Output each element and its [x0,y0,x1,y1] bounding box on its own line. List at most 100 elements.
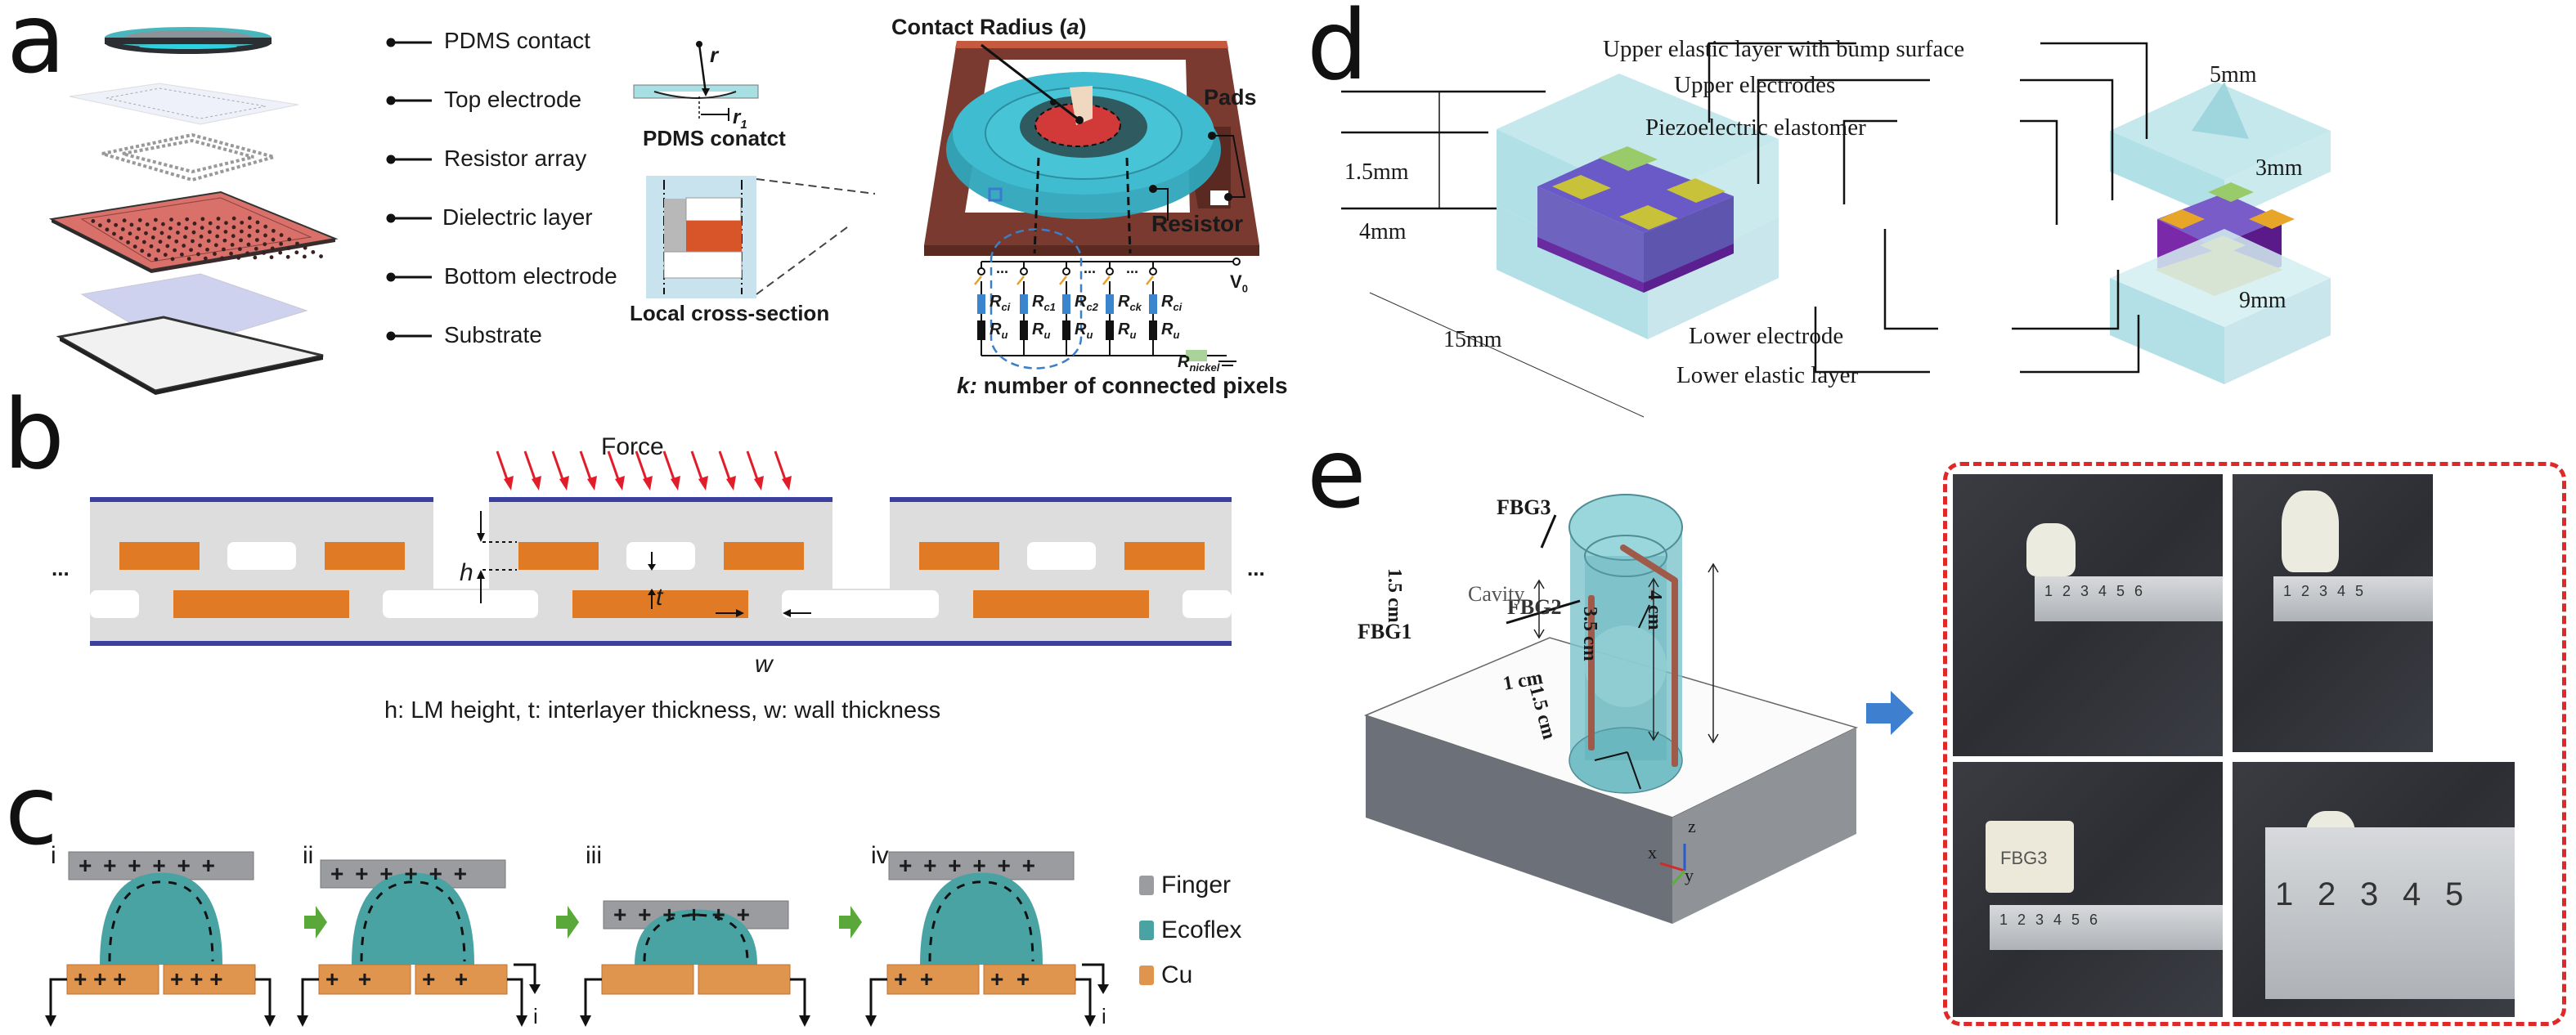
sample-cylinder [2026,523,2076,576]
base-slab-side [1672,728,1856,924]
piezo-sensor-assembled [1341,42,2331,418]
circuit-ellipsis: ... [996,260,1009,276]
lower-elastic-left [2110,278,2224,384]
switch-contact [1106,267,1114,276]
upper-elastic-left [2110,131,2224,221]
resistor-label: Resistor [1151,211,1244,236]
substrate-layer [56,316,324,395]
ground-wire-right [507,978,523,1022]
dielectric-hole [196,252,200,257]
dielectric-hole [183,235,187,240]
r-nickel-sub: nickel [1189,361,1220,374]
cu-left-charges: + + + [74,966,127,992]
ruler-number: 5 [2071,912,2080,928]
ru-label: Ru [1161,320,1179,341]
dielectric-hole [229,251,233,256]
current-arrow-icon [1082,963,1105,989]
ruler-number: 6 [2089,912,2098,928]
dim-1-5cm-top: 1.5 cm [1384,568,1405,623]
cu-electrode-right [698,964,791,995]
panel-letter-d: d [1307,0,1368,101]
t-dim-arrowhead [648,589,656,595]
cu-electrode-right [983,964,1076,995]
force-arrowhead [532,476,541,491]
rc-label-main: R [1161,293,1174,311]
ecoflex-dome [920,872,1043,965]
dielectric-hole [186,257,191,261]
ruler-number: 1 [2275,876,2294,912]
dielectric-hole [224,221,228,226]
dielectric-hole [263,233,267,238]
dielectric-hole [165,244,170,249]
sample-cylinder [2282,491,2339,572]
ru-resistor [977,320,985,340]
cu-right-charges: + + [422,966,469,992]
inset-r1-sub: 1 [740,117,747,132]
layer-leader-lines [386,38,432,341]
ground-arrow-icon [297,1015,308,1027]
dielectric-hole [295,241,299,246]
t-dim-arrowhead [648,564,656,571]
rc-label: Rc2 [1075,293,1098,313]
force-arrowhead [615,476,625,491]
w-dim-arrowhead [736,609,744,617]
label-lower-electrode: Lower electrode [1689,323,1844,349]
radius-1-5cm-line [1627,751,1641,790]
ruler-number: 4 [2337,583,2346,599]
ruler-number: 4 [2053,912,2062,928]
ru-label: Ru [1075,320,1093,341]
lm-channel-upper [119,542,200,570]
dielectric-hole [216,217,221,221]
dielectric-hole [176,231,180,235]
upper-electrode-pad [1552,175,1611,199]
rc-label: Rc1 [1032,293,1056,313]
ecoflex-dome [635,909,757,965]
legend-swatch-finger [1139,876,1154,895]
layer-label-top-electrode: Top electrode [444,87,582,112]
layer-label-pdms-contact: PDMS contact [444,28,590,53]
dielectric-hole [254,238,259,242]
dielectric-hole [222,238,227,243]
dielectric-hole [91,219,96,223]
ruler-number: 3 [2035,912,2044,928]
air-gap-lower [448,590,538,618]
dielectric-hole [239,238,244,243]
upper-electrode-pad [1599,146,1658,171]
finger-charges: + + + + + + [330,861,470,886]
dielectric-hole [105,227,110,232]
fbg2-marker [1649,589,1654,602]
ground-wire-right [255,978,272,1022]
base-slab-front [1366,715,1672,924]
r-nickel-main: R [1178,353,1190,371]
dielectric-hole [231,225,236,230]
dielectric-hole [303,245,307,250]
leader-line [2020,315,2140,374]
sample-marking: FBG3 [2000,848,2048,868]
top-electrode-line [890,497,1232,502]
layer-stack-illustration [48,27,339,395]
inset-r1-main: r [733,106,741,128]
piezo-top [2157,193,2282,247]
cavity-sphere [1585,625,1667,707]
dielectric-hole [231,234,236,239]
rc-label-sub: c1 [1043,301,1056,313]
ruler-number: 6 [2134,583,2143,599]
dielectric-hole [167,235,172,240]
top-electrode-line [90,497,433,502]
finger-charges: + + + + + + [79,853,218,878]
air-gap [1027,542,1096,570]
layer-label-bottom-electrode: Bottom electrode [444,263,617,289]
dim-arrow-4cm-head [1708,733,1719,744]
bottom-electrode-line [90,641,1232,646]
ru-label-main: R [1118,320,1130,338]
t-label: t [656,584,663,611]
dielectric-hole [236,256,241,260]
dielectric-hole [253,255,258,260]
axis-z-label: z [1688,816,1696,836]
dim-arrow-1-5cm-head [1533,579,1545,589]
piezo-left [1537,186,1644,286]
dielectric-hole [137,217,142,222]
dielectric-hole [163,253,168,258]
